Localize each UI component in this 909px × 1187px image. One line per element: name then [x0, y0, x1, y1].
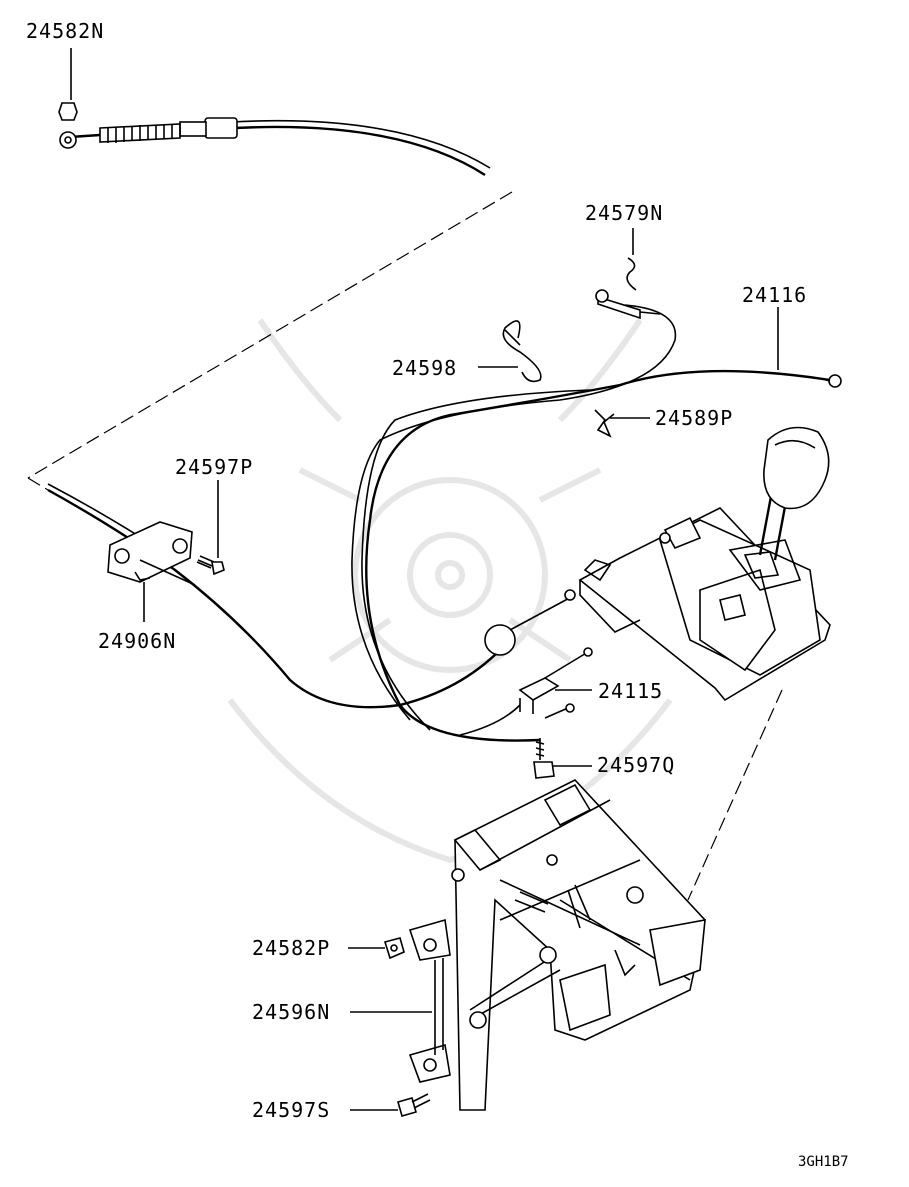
connector-24115 [459, 647, 593, 736]
selector-cable [47, 483, 576, 709]
label-24598: 24598 [392, 356, 457, 380]
dashed-guides [27, 191, 783, 901]
shift-cable-end [58, 48, 491, 177]
bolt-24597p [196, 480, 225, 576]
watermark-emblem [227, 318, 673, 864]
shift-lock-cable [351, 257, 842, 742]
label-24582p: 24582P [252, 936, 330, 960]
shift-lever-assembly [578, 426, 831, 702]
bolt-24597s [397, 1093, 431, 1117]
label-24597p: 24597P [175, 455, 253, 479]
leader-lines [143, 228, 779, 1111]
nut-24582p [383, 937, 405, 960]
label-24115: 24115 [598, 679, 663, 703]
diagram-code: 3GH1B7 [798, 1154, 849, 1170]
label-24906n: 24906N [98, 629, 176, 653]
label-24579n: 24579N [585, 201, 663, 225]
label-24589p: 24589P [655, 406, 733, 430]
label-24597q: 24597Q [597, 753, 675, 777]
part-labels: 24582N 24579N 24116 24598 24589P 24597P … [26, 19, 849, 1170]
label-24597s: 24597S [252, 1098, 330, 1122]
bracket-24596n [408, 779, 706, 1111]
label-24582n: 24582N [26, 19, 104, 43]
bolt-24597q [533, 738, 555, 779]
label-24596n: 24596N [252, 1000, 330, 1024]
label-24116: 24116 [742, 283, 807, 307]
